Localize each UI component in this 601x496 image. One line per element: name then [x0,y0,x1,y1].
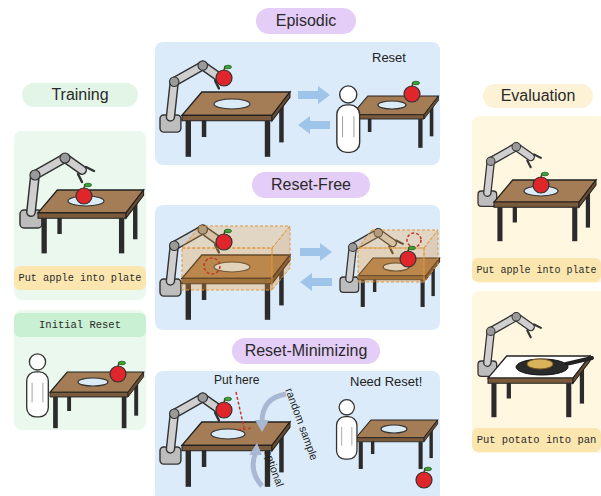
box-text: Reset-Free [271,176,351,194]
method-pill: Reset-Minimizing [232,338,380,364]
method-pill: Reset-Free [252,172,370,198]
instruction-box: Put apple into plate [14,266,146,290]
method-panel [155,371,440,496]
evaluation-panel [472,291,601,453]
reset-box: Initial Reset [14,313,146,337]
training-panel [14,131,146,300]
box-text: Put potato into pan [477,434,597,446]
box-text: Put apple into plate [476,265,596,276]
section-pill: Evaluation [483,84,593,108]
box-text: Initial Reset [39,319,121,331]
box-text: Reset-Minimizing [245,342,368,360]
section-pill: Training [22,83,138,107]
method-panel [155,205,440,330]
target-label: Put here [214,373,259,387]
method-panel [155,42,440,165]
episodic-scene [160,61,438,157]
box-text: Evaluation [501,87,576,105]
box-text: Episodic [276,12,336,30]
box-text: Put apple into plate [18,272,141,284]
evaluation-scene [478,313,592,418]
robot-scene [20,153,144,253]
action-label: Need Reset! [350,374,422,389]
evaluation-panel [472,116,601,283]
evaluation-scene [478,143,596,242]
instruction-box: Put apple into plate [472,258,601,282]
method-pill: Episodic [256,8,356,34]
instruction-box: Put potato into pan [472,428,601,452]
reset-scene [27,354,144,428]
reset-free-scene [160,225,440,320]
box-text: Training [51,86,108,104]
training-panel [14,310,146,430]
action-label: Reset [372,50,406,65]
